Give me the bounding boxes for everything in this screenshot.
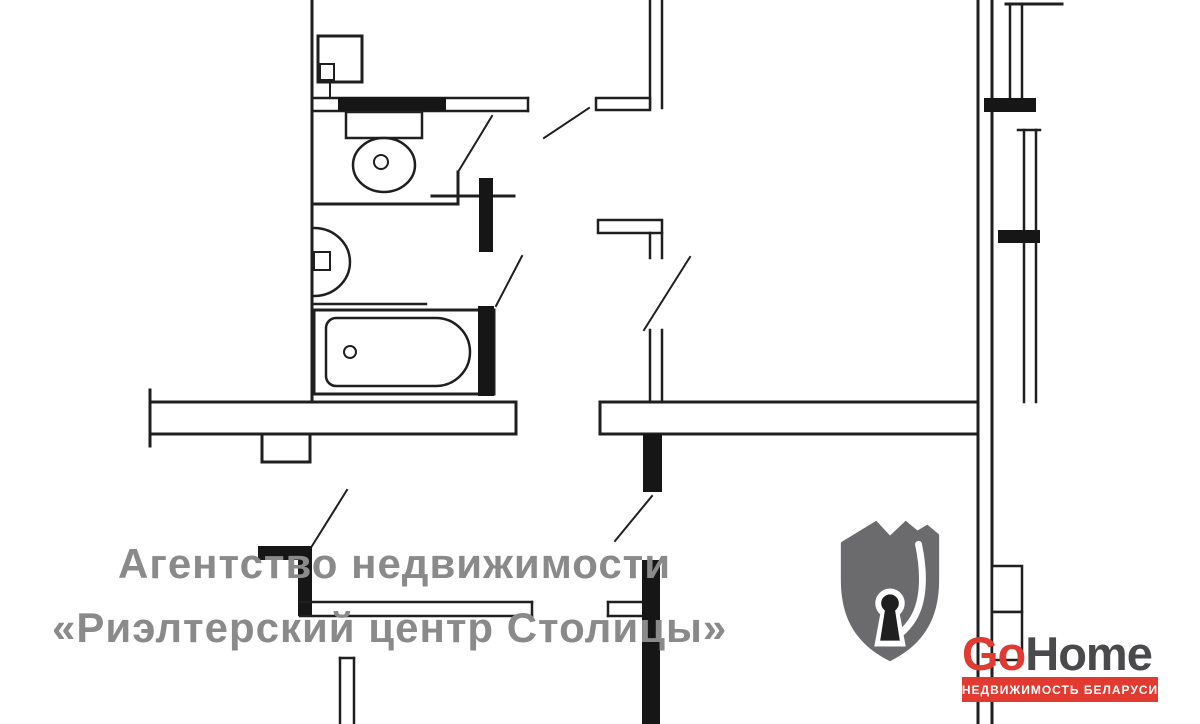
wc-room: [310, 110, 494, 206]
pipe-chase: [430, 178, 516, 252]
tub-drain: [343, 345, 357, 359]
corner-sink: [312, 226, 352, 298]
bathtub: [324, 316, 472, 388]
middle-partition: [542, 0, 692, 404]
door-swing: [310, 488, 349, 548]
vent-duct: [338, 97, 446, 111]
gohome-logo: GoHome: [962, 626, 1153, 681]
door-swing: [494, 254, 524, 308]
brand-tagline: НЕДВИЖИМОСТЬ БЕЛАРУСИ: [962, 677, 1158, 702]
right-exterior-wall: [976, 0, 1064, 724]
walls-top-left: [310, 0, 530, 404]
watermark-line-1: Агентство недвижимости: [118, 540, 672, 587]
window: [990, 610, 1024, 662]
gohome-logo-home: Home: [1025, 627, 1153, 680]
shield-keyhole-icon: [840, 520, 940, 662]
wall-pier: [260, 432, 312, 464]
door-swing: [642, 255, 692, 332]
door-swing: [613, 494, 654, 543]
sink-room: [310, 226, 428, 306]
bathtub-room: [312, 254, 524, 396]
window: [990, 564, 1024, 614]
toilet-cistern: [344, 110, 424, 140]
bottom-walls: [258, 488, 660, 724]
main-wall-left: [148, 388, 518, 464]
door-swing: [456, 114, 494, 174]
door-swing: [542, 106, 591, 140]
gohome-logo-go: Go: [962, 627, 1026, 680]
toilet-bowl: [351, 136, 417, 194]
keyhole-icon: [881, 594, 899, 613]
watermark-line-2: «Риэлтерский центр Столицы»: [52, 604, 728, 651]
